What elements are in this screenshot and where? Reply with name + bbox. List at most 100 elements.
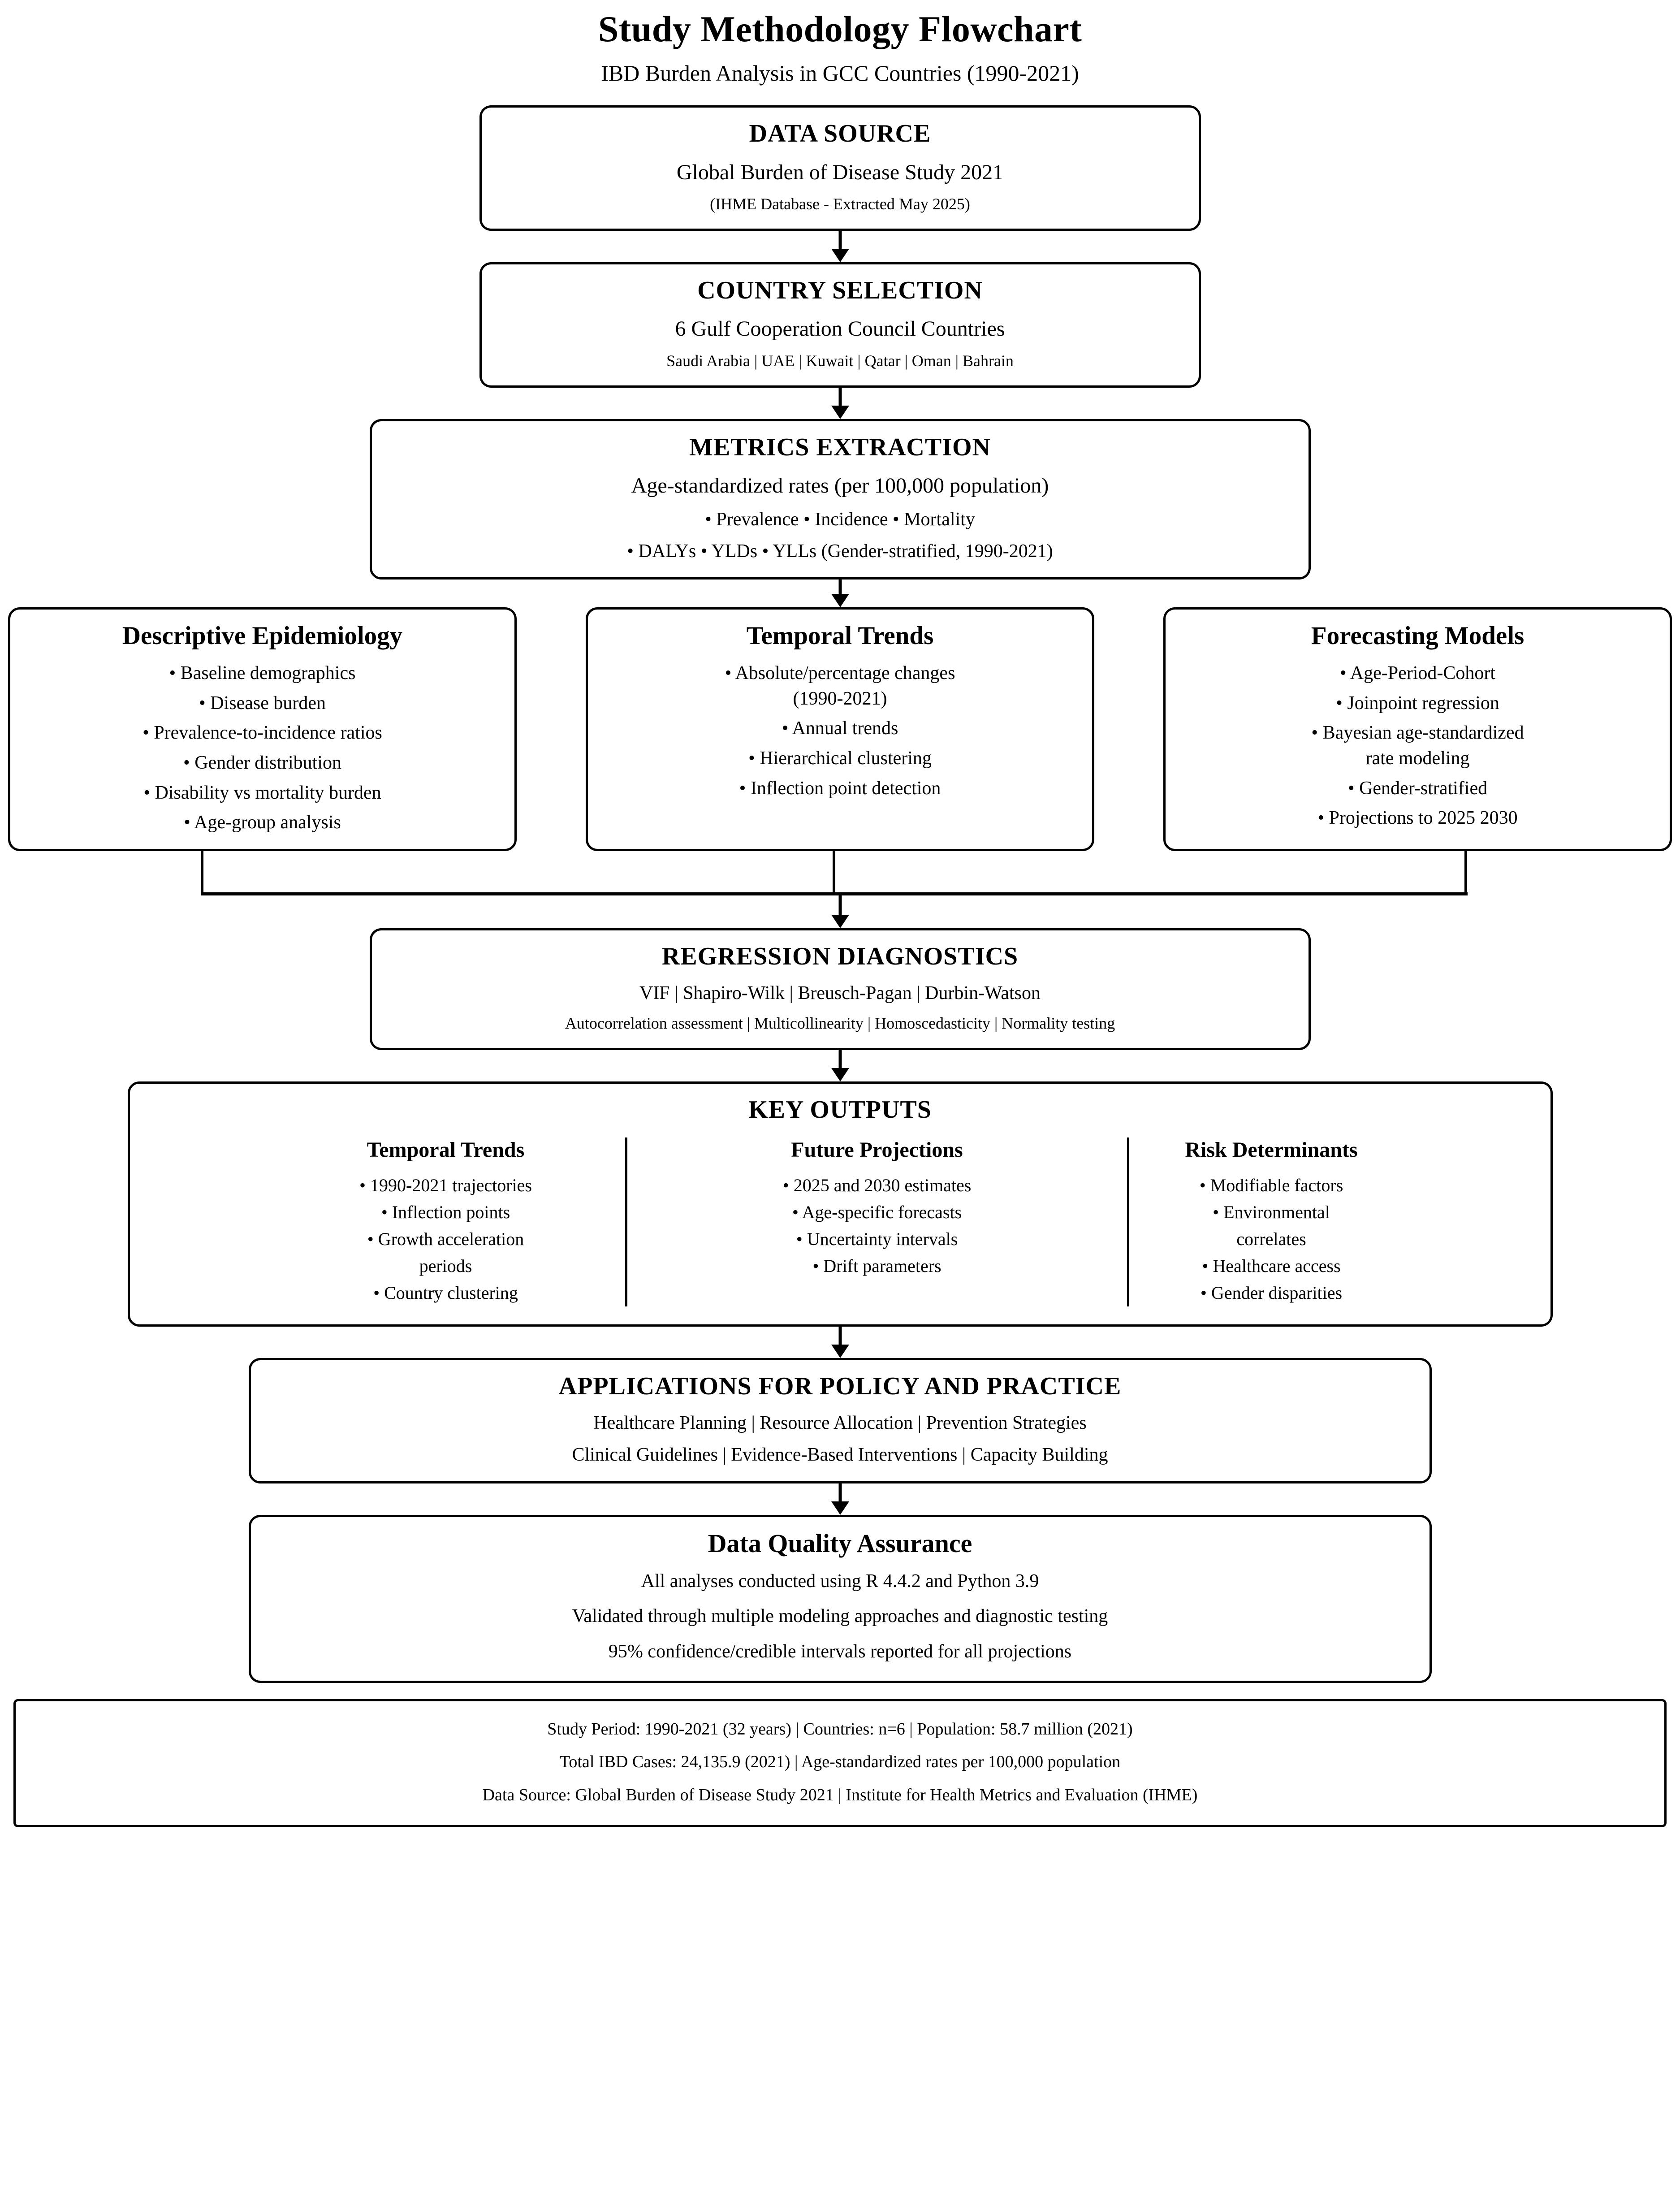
temporal-trends-title: Temporal Trends bbox=[746, 622, 934, 650]
merge-stub-center bbox=[833, 851, 835, 894]
bullet-item: • Disease burden bbox=[199, 692, 326, 714]
bullet-item: • Age-specific forecasts bbox=[792, 1202, 962, 1223]
bullet-item-continuation: (1990-2021) bbox=[793, 688, 887, 709]
column-heading: Temporal Trends bbox=[367, 1138, 525, 1162]
bullet-item: • 2025 and 2030 estimates bbox=[782, 1175, 972, 1196]
key-outputs-column-risk-determinants: Risk Determinants • Modifiable factors •… bbox=[1127, 1137, 1414, 1307]
forecasting-models-title: Forecasting Models bbox=[1311, 622, 1525, 650]
column-heading: Risk Determinants bbox=[1185, 1138, 1358, 1162]
bullet-item: • Drift parameters bbox=[812, 1256, 941, 1276]
page-subtitle: IBD Burden Analysis in GCC Countries (19… bbox=[601, 61, 1079, 86]
bullet-item-continuation: rate modeling bbox=[1365, 748, 1470, 769]
arrow-stem bbox=[838, 387, 842, 407]
merge-stub-left bbox=[201, 851, 203, 894]
metrics-extraction-line-3: • DALYs • YLDs • YLLs (Gender-stratified… bbox=[627, 541, 1053, 562]
bullet-item: • Annual trends bbox=[782, 718, 898, 739]
bullet-item: • Healthcare access bbox=[1202, 1256, 1341, 1276]
bullet-item: • Inflection point detection bbox=[739, 778, 941, 799]
arrow-stem bbox=[838, 230, 842, 251]
node-temporal-trends[interactable]: Temporal Trends • Absolute/percentage ch… bbox=[586, 607, 1094, 851]
bullet-item: • Inflection points bbox=[381, 1202, 510, 1223]
bullet-item: • Environmental bbox=[1213, 1202, 1330, 1223]
arrow-head-icon bbox=[831, 1501, 849, 1515]
bullet-item: • Age-Period-Cohort bbox=[1339, 662, 1496, 683]
connector-analyses-merge bbox=[8, 851, 1672, 910]
node-metrics-extraction[interactable]: METRICS EXTRACTION Age-standardized rate… bbox=[369, 419, 1311, 580]
country-selection-line-1: 6 Gulf Cooperation Council Countries bbox=[675, 317, 1005, 341]
arrow-stem bbox=[838, 1327, 842, 1347]
data-quality-line-3: 95% confidence/credible intervals report… bbox=[608, 1641, 1072, 1662]
bullet-item: • Growth acceleration bbox=[367, 1229, 524, 1250]
metrics-extraction-line-1: Age-standardized rates (per 100,000 popu… bbox=[631, 474, 1049, 498]
bullet-item: • 1990-2021 trajectories bbox=[359, 1175, 532, 1196]
key-outputs-title: KEY OUTPUTS bbox=[748, 1095, 932, 1124]
arrow-head-icon bbox=[831, 248, 849, 262]
bullet-item: • Absolute/percentage changes bbox=[725, 662, 955, 683]
footer-summary-box: Study Period: 1990-2021 (32 years) | Cou… bbox=[13, 1699, 1667, 1828]
title-block: Study Methodology Flowchart IBD Burden A… bbox=[0, 0, 1680, 86]
bullet-item: • Country clustering bbox=[373, 1283, 518, 1303]
node-forecasting-models[interactable]: Forecasting Models • Age-Period-Cohort •… bbox=[1163, 607, 1672, 851]
merge-horizontal-bar bbox=[201, 892, 1468, 895]
regression-diagnostics-line-1: VIF | Shapiro-Wilk | Breusch-Pagan | Dur… bbox=[639, 983, 1041, 1004]
regression-diagnostics-title: REGRESSION DIAGNOSTICS bbox=[661, 942, 1019, 970]
bullet-item: • Projections to 2025 2030 bbox=[1317, 808, 1518, 829]
footer-line-2: Total IBD Cases: 24,135.9 (2021) | Age-s… bbox=[559, 1752, 1121, 1772]
arrow-head-icon bbox=[831, 1068, 849, 1081]
descriptive-epidemiology-title: Descriptive Epidemiology bbox=[122, 622, 403, 650]
node-data-source[interactable]: DATA SOURCE Global Burden of Disease Stu… bbox=[479, 105, 1201, 231]
node-key-outputs[interactable]: KEY OUTPUTS Temporal Trends • 1990-2021 … bbox=[127, 1081, 1553, 1327]
bullet-item: • Bayesian age-standardized bbox=[1311, 722, 1524, 744]
bullet-item: • Gender disparities bbox=[1200, 1283, 1343, 1303]
bullet-item: • Age-group analysis bbox=[184, 812, 341, 833]
connector-merge-to-regression bbox=[0, 892, 1680, 928]
arrow-stem bbox=[838, 580, 842, 596]
arrow-stem bbox=[838, 1050, 842, 1070]
data-quality-line-1: All analyses conducted using R 4.4.2 and… bbox=[641, 1570, 1039, 1592]
key-outputs-column-temporal-trends: Temporal Trends • 1990-2021 trajectories… bbox=[267, 1137, 625, 1306]
applications-title: APPLICATIONS FOR POLICY AND PRACTICE bbox=[558, 1372, 1122, 1401]
footer-line-1: Study Period: 1990-2021 (32 years) | Cou… bbox=[547, 1719, 1133, 1739]
applications-line-2: Clinical Guidelines | Evidence-Based Int… bbox=[572, 1445, 1108, 1466]
connector-applications-to-quality bbox=[0, 1483, 1680, 1515]
bullet-item: • Prevalence-to-incidence ratios bbox=[143, 722, 382, 744]
bullet-item: • Hierarchical clustering bbox=[748, 748, 932, 769]
data-source-line-2: (IHME Database - Extracted May 2025) bbox=[710, 195, 970, 213]
footer-line-3: Data Source: Global Burden of Disease St… bbox=[482, 1785, 1198, 1804]
country-selection-line-2: Saudi Arabia | UAE | Kuwait | Qatar | Om… bbox=[666, 352, 1014, 370]
arrow-head-icon bbox=[831, 914, 849, 928]
connector-country-to-metrics bbox=[0, 387, 1680, 419]
connector-outputs-to-applications bbox=[0, 1327, 1680, 1358]
data-source-line-1: Global Burden of Disease Study 2021 bbox=[676, 160, 1004, 184]
arrow-head-icon bbox=[831, 405, 849, 419]
key-outputs-column-future-projections: Future Projections • 2025 and 2030 estim… bbox=[625, 1137, 1127, 1307]
analysis-branch-row: Descriptive Epidemiology • Baseline demo… bbox=[0, 607, 1680, 851]
bullet-item: • Gender-stratified bbox=[1347, 778, 1488, 799]
bullet-item: • Joinpoint regression bbox=[1336, 692, 1499, 714]
bullet-item: • Modifiable factors bbox=[1199, 1175, 1343, 1196]
regression-diagnostics-line-2: Autocorrelation assessment | Multicollin… bbox=[565, 1014, 1115, 1033]
connector-data-source-to-country bbox=[0, 230, 1680, 262]
metrics-extraction-line-2: • Prevalence • Incidence • Mortality bbox=[705, 509, 975, 530]
bullet-item: • Gender distribution bbox=[183, 752, 341, 773]
arrow-stem bbox=[838, 1483, 842, 1503]
key-outputs-columns: Temporal Trends • 1990-2021 trajectories… bbox=[145, 1137, 1535, 1307]
data-quality-line-2: Validated through multiple modeling appr… bbox=[572, 1606, 1108, 1627]
country-selection-title: COUNTRY SELECTION bbox=[697, 276, 983, 304]
node-data-quality-assurance[interactable]: Data Quality Assurance All analyses cond… bbox=[248, 1514, 1432, 1683]
flowchart-page: Study Methodology Flowchart IBD Burden A… bbox=[0, 0, 1680, 1828]
bullet-item: • Baseline demographics bbox=[169, 662, 356, 683]
arrow-head-icon bbox=[831, 594, 849, 608]
node-country-selection[interactable]: COUNTRY SELECTION 6 Gulf Cooperation Cou… bbox=[479, 262, 1201, 388]
connector-regression-to-outputs bbox=[0, 1050, 1680, 1081]
node-descriptive-epidemiology[interactable]: Descriptive Epidemiology • Baseline demo… bbox=[8, 607, 517, 851]
bullet-item-continuation: correlates bbox=[1236, 1229, 1306, 1250]
applications-line-1: Healthcare Planning | Resource Allocatio… bbox=[593, 1413, 1087, 1434]
arrow-stem bbox=[838, 892, 842, 917]
data-source-title: DATA SOURCE bbox=[749, 120, 931, 148]
node-regression-diagnostics[interactable]: REGRESSION DIAGNOSTICS VIF | Shapiro-Wil… bbox=[369, 928, 1311, 1050]
node-applications[interactable]: APPLICATIONS FOR POLICY AND PRACTICE Hea… bbox=[248, 1358, 1432, 1483]
data-quality-title: Data Quality Assurance bbox=[708, 1528, 972, 1558]
bullet-item-continuation: periods bbox=[419, 1256, 472, 1276]
bullet-item: • Uncertainty intervals bbox=[796, 1229, 958, 1250]
